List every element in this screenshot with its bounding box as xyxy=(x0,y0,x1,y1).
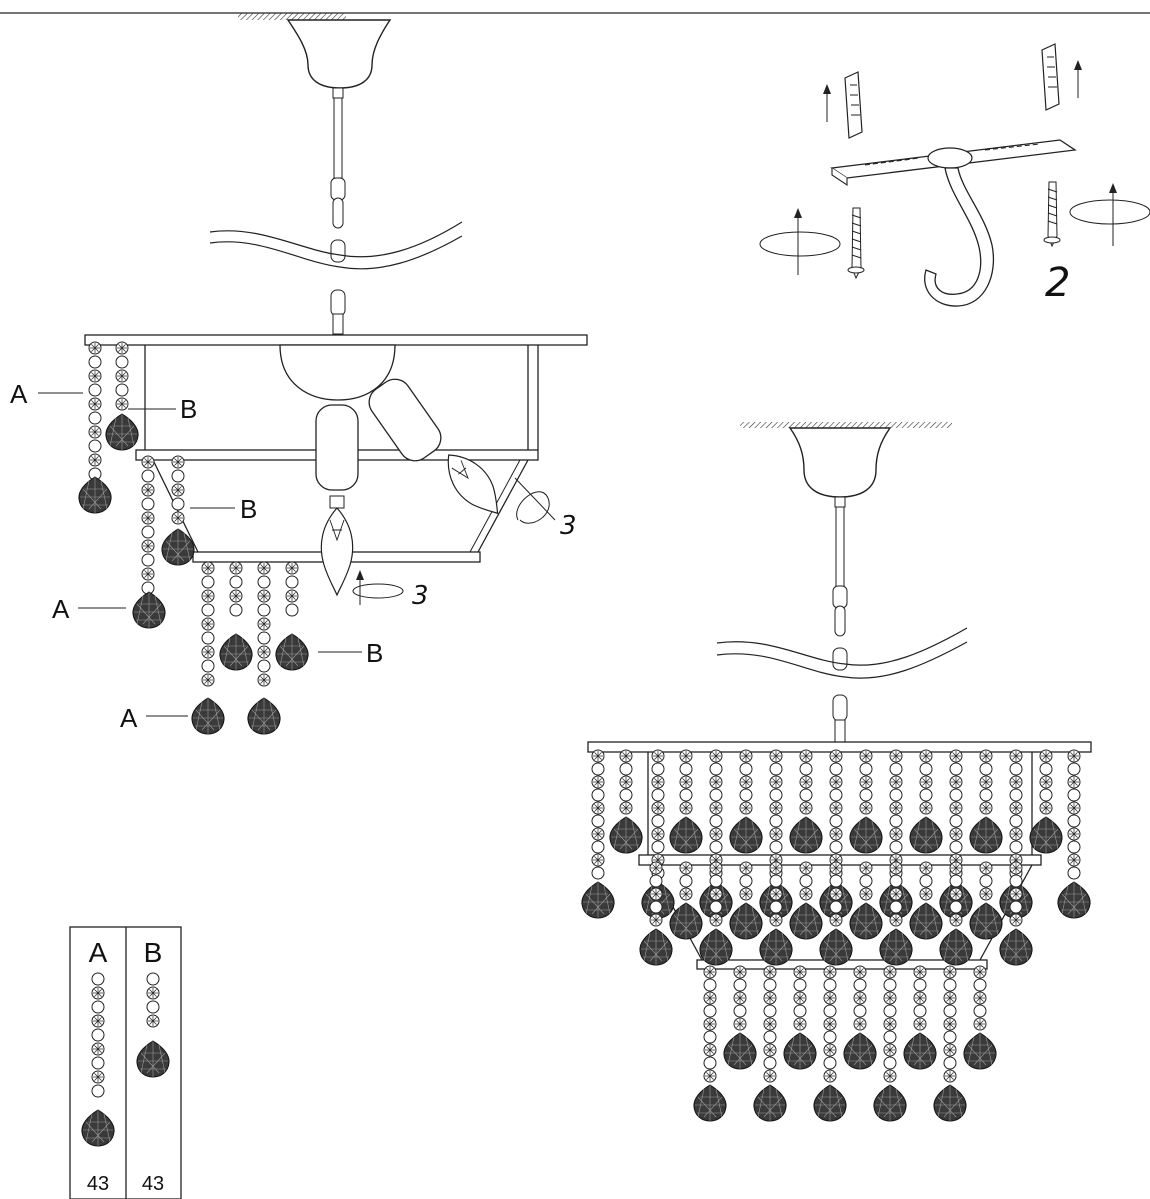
exploded-fixture-view: A B B A B A 3 3 xyxy=(10,13,588,735)
screw-right-icon xyxy=(1043,181,1061,248)
strand-a xyxy=(753,965,787,1122)
ceiling-hook-mount: 2 xyxy=(759,43,1150,307)
strand-b xyxy=(669,749,703,854)
callout-b-upper: B xyxy=(180,394,197,424)
wall-anchor-right-icon xyxy=(1041,43,1082,111)
strand-a xyxy=(581,749,615,919)
rotate-arrow-left-icon xyxy=(759,208,841,275)
assembled-chandelier-view xyxy=(581,422,1092,1122)
wall-anchor-left-icon xyxy=(823,71,863,139)
mid-strand-b xyxy=(161,455,195,566)
strand-b xyxy=(783,965,817,1070)
left-strand-b xyxy=(105,341,139,451)
rotate-arrow-right-icon xyxy=(1069,183,1150,246)
callout-b-lower: B xyxy=(366,638,383,668)
strand-a xyxy=(693,965,727,1122)
strand-b xyxy=(1029,749,1063,854)
strand-b xyxy=(903,965,937,1070)
bottom-strands xyxy=(191,561,309,735)
crystal-strands xyxy=(581,749,1091,1122)
strand-b xyxy=(969,749,1003,854)
screw-left-icon xyxy=(847,207,865,280)
strand-b xyxy=(849,749,883,854)
callout-a-middle: A xyxy=(52,594,70,624)
strand-b xyxy=(849,861,883,940)
parts-column-a-count: 43 xyxy=(87,1173,109,1195)
strand-a xyxy=(813,965,847,1122)
strand-b xyxy=(723,965,757,1070)
strand-a xyxy=(933,965,967,1122)
strand-b xyxy=(909,861,943,940)
callout-a-upper: A xyxy=(10,379,28,409)
parts-table: A B 43 43 xyxy=(69,926,182,1199)
strand-a xyxy=(873,965,907,1122)
strand-b xyxy=(729,749,763,854)
step-2-label: 2 xyxy=(1045,260,1070,306)
strand-b xyxy=(789,749,823,854)
parts-column-a-header: A xyxy=(89,937,108,968)
strand-b xyxy=(669,861,703,940)
strand-b xyxy=(969,861,1003,940)
mid-strand-a xyxy=(132,455,166,629)
strand-a xyxy=(1057,749,1091,919)
left-strand-a xyxy=(78,341,112,514)
step-3-bottom-label: 3 xyxy=(412,581,429,611)
step-3-side-label: 3 xyxy=(560,511,577,541)
callout-a-lower: A xyxy=(120,703,138,733)
parts-column-b-count: 43 xyxy=(142,1173,164,1195)
strand-b xyxy=(789,861,823,940)
strand-b xyxy=(729,861,763,940)
strand-b xyxy=(843,965,877,1070)
parts-column-b-header: B xyxy=(144,937,163,968)
strand-b xyxy=(963,965,997,1070)
strand-b xyxy=(909,749,943,854)
callout-b-middle: B xyxy=(240,494,257,524)
strand-b xyxy=(609,749,643,854)
